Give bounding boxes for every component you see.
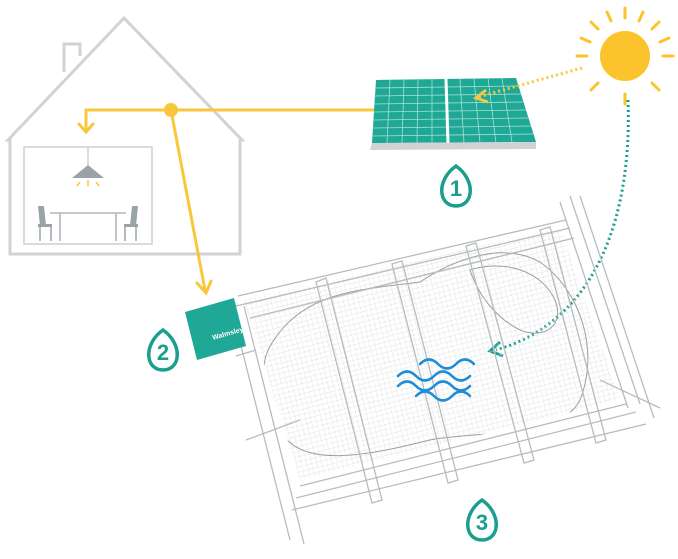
junction-dot xyxy=(164,103,178,117)
room-window xyxy=(23,146,153,245)
water-waves-icon xyxy=(396,358,476,402)
chair-right xyxy=(124,206,138,241)
sun-icon xyxy=(575,6,675,106)
marker-3-number: 3 xyxy=(476,510,488,535)
pool-cover-frame xyxy=(231,195,661,545)
marker-3: 3 xyxy=(466,497,498,542)
house-to-controller-line xyxy=(169,108,207,292)
arrow-to-panel-icon xyxy=(472,88,489,104)
chimney xyxy=(62,42,82,72)
power-lines xyxy=(77,103,378,296)
marker-1: 1 xyxy=(440,163,472,208)
house xyxy=(4,15,246,256)
pool-controller-box: Walmsley xyxy=(185,298,246,360)
pool-cover-rails xyxy=(315,226,607,504)
house-to-lamp-line xyxy=(84,108,173,132)
ceiling-lamp-icon xyxy=(72,165,104,187)
pool xyxy=(244,228,620,480)
dining-table xyxy=(50,212,126,241)
arrow-to-controller-icon xyxy=(195,279,213,296)
marker-2-number: 2 xyxy=(157,340,169,365)
marker-2: 2 xyxy=(147,327,179,372)
dining-room xyxy=(38,148,138,241)
marker-1-number: 1 xyxy=(450,176,462,201)
arrow-to-lamp-icon xyxy=(77,122,95,135)
solar-panel xyxy=(370,77,536,150)
chair-left xyxy=(38,206,52,241)
